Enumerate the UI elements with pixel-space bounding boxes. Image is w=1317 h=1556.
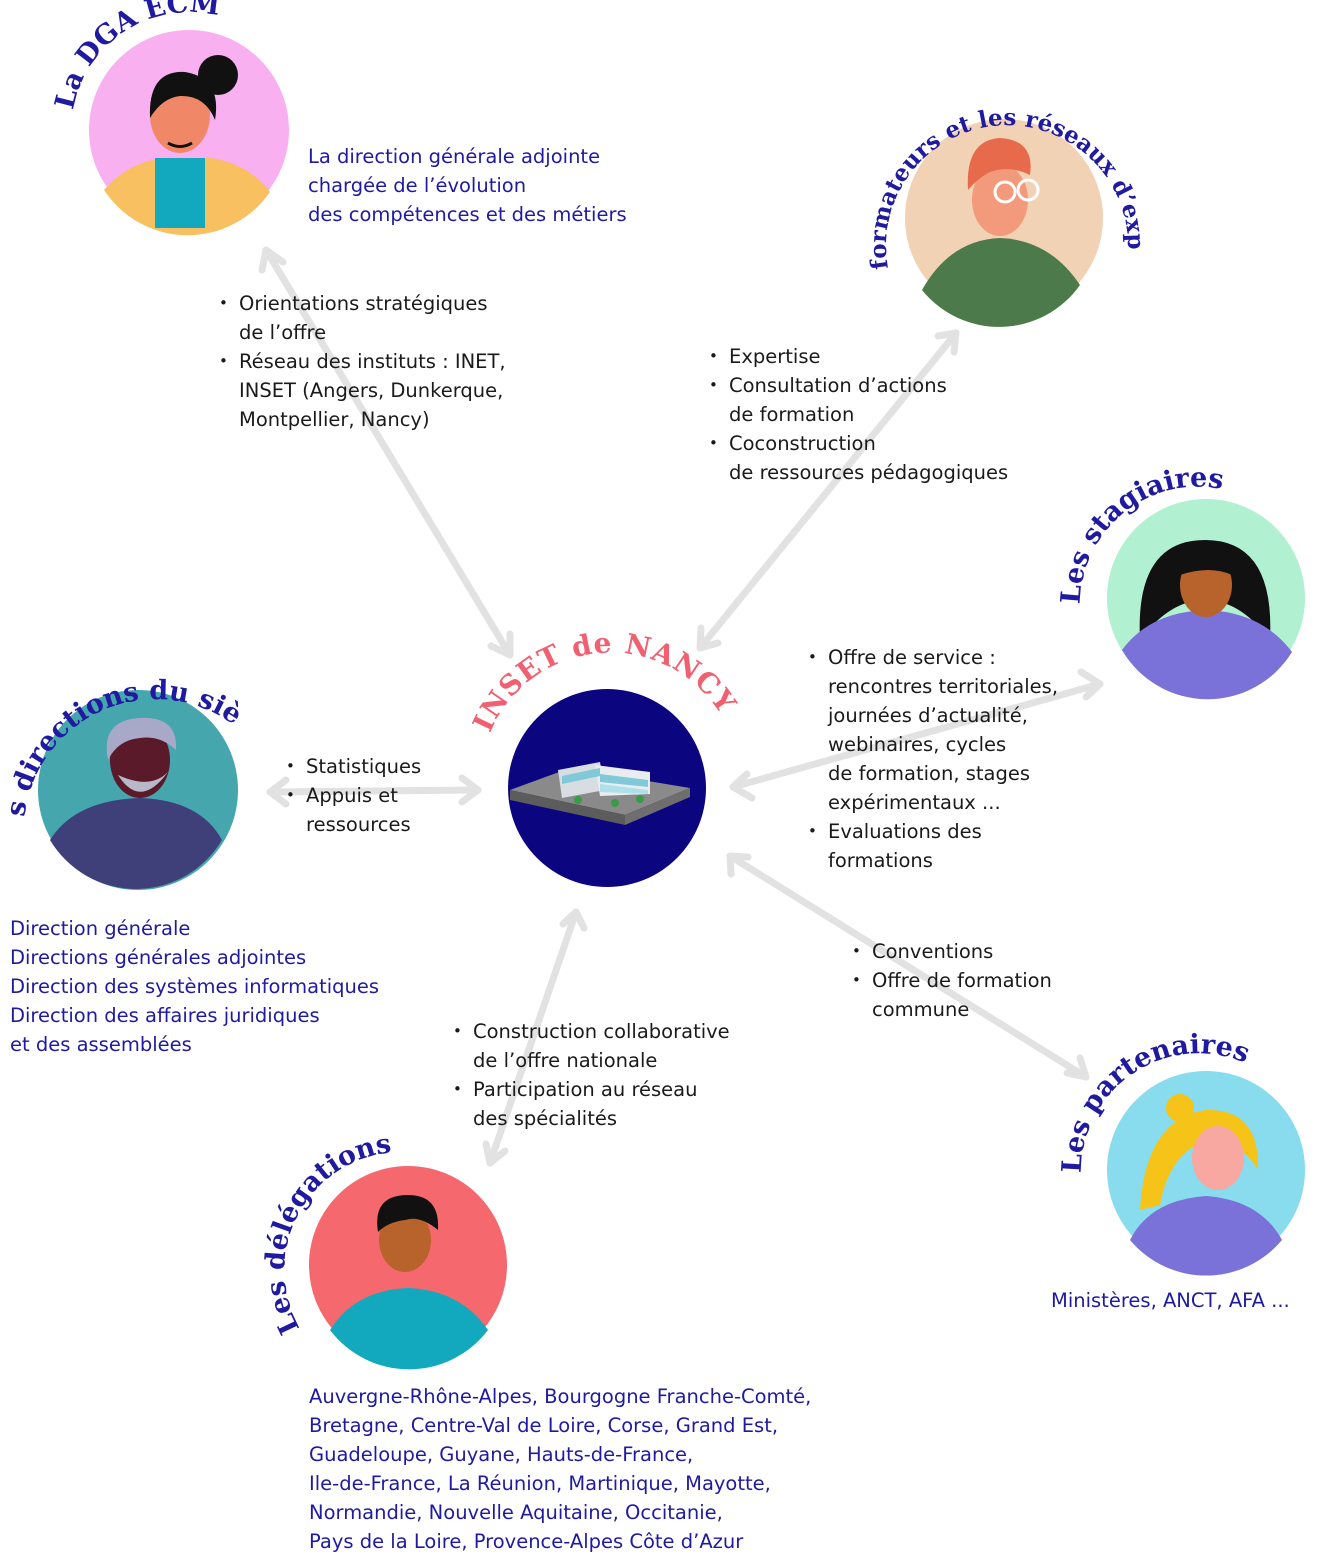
link-line: Statistiques: [306, 755, 422, 778]
link-item: Participation au réseau des spécialités: [453, 1075, 730, 1133]
link-line: Participation au réseau: [473, 1078, 698, 1101]
link-line: formations: [828, 849, 933, 872]
description-line: Pays de la Loire, Provence-Alpes Côte d’…: [309, 1530, 744, 1553]
link-line: journées d’actualité,: [828, 704, 1028, 727]
link-line: Construction collaborative: [473, 1020, 730, 1043]
avatar-man-glasses-icon: [922, 138, 1080, 327]
node-dga: La DGA ECM: [49, 0, 289, 236]
description-line: Bretagne, Centre-Val de Loire, Corse, Gr…: [309, 1414, 779, 1437]
links-stagiaires: Offre de service : rencontres territoria…: [808, 643, 1058, 875]
description-line: Direction générale: [10, 917, 191, 940]
description-line: Directions générales adjointes: [10, 946, 307, 969]
avatar-woman-blonde-icon: [1130, 1094, 1282, 1276]
avatar-old-man-beard-icon: [50, 717, 222, 889]
avatar-woman-long-hair-icon: [1122, 540, 1292, 700]
link-line: Coconstruction: [729, 432, 876, 455]
link-item: Expertise: [709, 342, 1008, 371]
description-siege: Direction générale Directions générales …: [10, 914, 379, 1059]
description-line: Ministères, ANCT, AFA ...: [1051, 1289, 1290, 1312]
link-line: Consultation d’actions: [729, 374, 947, 397]
description-line: Direction des affaires juridiques: [10, 1004, 320, 1027]
link-item: Offre de service : rencontres territoria…: [808, 643, 1058, 817]
link-line: ressources: [306, 813, 411, 836]
link-item: Conventions: [852, 937, 1052, 966]
node-delegations: Les délégations: [260, 1128, 507, 1370]
link-item: Construction collaborative de l’offre na…: [453, 1017, 730, 1075]
link-line: de formation, stages: [828, 762, 1031, 785]
description-line: Auvergne-Rhône-Alpes, Bourgogne Franche-…: [309, 1385, 812, 1408]
description-line: Ile-de-France, La Réunion, Martinique, M…: [309, 1472, 771, 1495]
description-line: Guadeloupe, Guyane, Hauts-de-France,: [309, 1443, 694, 1466]
links-siege: Statistiques Appuis et ressources: [286, 752, 421, 839]
link-line: des spécialités: [473, 1107, 617, 1130]
link-line: de l’offre nationale: [473, 1049, 658, 1072]
link-line: Evaluations des: [828, 820, 982, 843]
link-line: Appuis et: [306, 784, 398, 807]
node-stagiaires: Les stagiaires: [1056, 463, 1305, 700]
link-line: rencontres territoriales,: [828, 675, 1059, 698]
link-item: Orientations stratégiques de l’offre: [219, 289, 506, 347]
link-line: Orientations stratégiques: [239, 292, 488, 315]
link-line: de l’offre: [239, 321, 327, 344]
link-line: de ressources pédagogiques: [729, 461, 1009, 484]
link-item: Consultation d’actions de formation: [709, 371, 1008, 429]
building-icon: [510, 762, 690, 825]
link-line: webinaires, cycles: [828, 733, 1007, 756]
link-line: INSET (Angers, Dunkerque,: [239, 379, 504, 402]
link-line: Réseau des instituts : INET,: [239, 350, 506, 373]
link-item: Réseau des instituts : INET, INSET (Ange…: [219, 347, 506, 434]
link-item: Evaluations des formations: [808, 817, 1058, 875]
link-line: commune: [872, 998, 970, 1021]
description-line: des compétences et des métiers: [308, 203, 627, 226]
description-line: chargée de l’évolution: [308, 174, 527, 197]
link-line: Offre de service :: [828, 646, 996, 669]
description-line: La direction générale adjointe: [308, 145, 601, 168]
link-line: Expertise: [729, 345, 821, 368]
description-partenaires: Ministères, ANCT, AFA ...: [1051, 1286, 1290, 1315]
link-line: de formation: [729, 403, 855, 426]
avatar-man-curly-icon: [330, 1195, 488, 1370]
link-line: Montpellier, Nancy): [239, 408, 430, 431]
description-line: Normandie, Nouvelle Aquitaine, Occitanie…: [309, 1501, 723, 1524]
links-delegations: Construction collaborative de l’offre na…: [453, 1017, 730, 1133]
link-item: Appuis et ressources: [286, 781, 421, 839]
description-delegations: Auvergne-Rhône-Alpes, Bourgogne Franche-…: [309, 1382, 811, 1556]
description-dga: La direction générale adjointe chargée d…: [308, 142, 627, 229]
links-dga: Orientations stratégiques de l’offre Rés…: [219, 289, 506, 434]
link-line: Offre de formation: [872, 969, 1052, 992]
node-partenaires: Les partenaires: [1057, 1029, 1305, 1276]
avatar-woman-bun-icon: [104, 55, 270, 236]
link-item: Offre de formation commune: [852, 966, 1052, 1024]
links-partenaires: Conventions Offre de formation commune: [852, 937, 1052, 1024]
description-line: et des assemblées: [10, 1033, 192, 1056]
center-node: INSET de NANCY: [466, 626, 742, 887]
link-line: expérimentaux ...: [828, 791, 1001, 814]
links-formateurs: Expertise Consultation d’actions de form…: [709, 342, 1008, 487]
link-line: Conventions: [872, 940, 994, 963]
link-item: Statistiques: [286, 752, 421, 781]
description-line: Direction des systèmes informatiques: [10, 975, 380, 998]
link-item: Coconstruction de ressources pédagogique…: [709, 429, 1008, 487]
